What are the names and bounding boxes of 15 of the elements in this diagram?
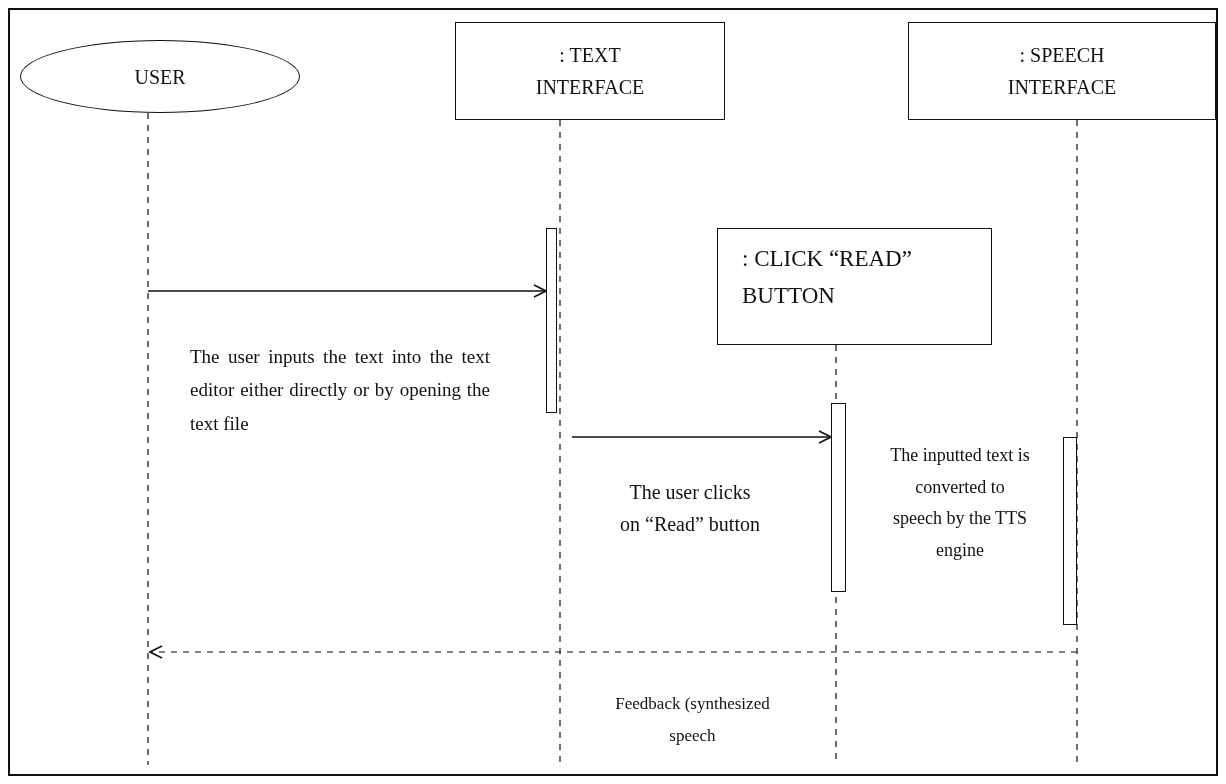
message-label: The user inputs the text into the text editor either directly or by opening the text file	[190, 345, 490, 436]
object-box: : TEXT INTERFACE	[455, 22, 725, 120]
message-label: Feedback (synthesized speech	[614, 693, 771, 748]
message-arrow	[147, 284, 547, 298]
object-box: : CLICK “READ” BUTTON	[717, 228, 992, 345]
message-label: The user clicks on “Read” button	[620, 480, 760, 537]
object-box: : SPEECH INTERFACE	[908, 22, 1216, 120]
activation-bar	[546, 228, 557, 413]
lifeline	[149, 645, 1078, 659]
actor-ellipse: USER	[20, 40, 300, 113]
message-arrow	[571, 430, 832, 444]
lifeline	[147, 112, 149, 766]
activation-bar	[1063, 437, 1077, 625]
note-text: The inputted text is converted to speech by the TTS engine	[890, 444, 1030, 562]
activation-bar	[831, 403, 846, 592]
